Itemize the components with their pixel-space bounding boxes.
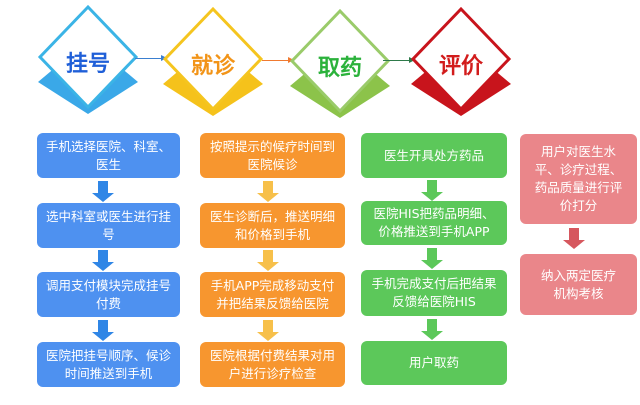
step-box: 医院把挂号顺序、候诊时间推送到手机 xyxy=(37,342,180,387)
stage-diamond-medicine: 取药 xyxy=(280,6,400,126)
stage-title: 评价 xyxy=(438,54,483,79)
step-box: 手机选择医院、科室、医生 xyxy=(37,133,180,178)
step-box: 手机完成支付后把结果反馈给医院HIS xyxy=(361,270,507,316)
step-box: 调用支付模块完成挂号付费 xyxy=(37,272,180,317)
step-box: 医生诊断后，推送明细和价格到手机 xyxy=(200,203,345,248)
step-box: 纳入两定医疗机构考核 xyxy=(520,254,637,315)
step-box: 医院根据付费结果对用户进行诊疗检查 xyxy=(200,342,345,387)
stage-diamond-registration: 挂号 xyxy=(28,2,148,122)
step-box: 选中科室或医生进行挂号 xyxy=(37,203,180,248)
step-box: 医生开具处方药品 xyxy=(361,133,507,178)
stage-diamond-consultation: 就诊 xyxy=(153,4,273,124)
step-box: 医院HIS把药品明细、价格推送到手机APP xyxy=(361,201,507,245)
step-box: 用户取药 xyxy=(361,341,507,385)
stage-diamond-evaluation: 评价 xyxy=(401,4,521,124)
stage-title: 就诊 xyxy=(190,54,235,79)
step-box: 手机APP完成移动支付并把结果反馈给医院 xyxy=(200,272,345,317)
stage-title: 挂号 xyxy=(65,52,110,77)
step-box: 按照提示的候疗时间到医院候诊 xyxy=(200,133,345,178)
step-box: 用户对医生水平、诊疗过程、药品质量进行评价打分 xyxy=(520,134,637,224)
stage-title: 取药 xyxy=(317,56,362,81)
